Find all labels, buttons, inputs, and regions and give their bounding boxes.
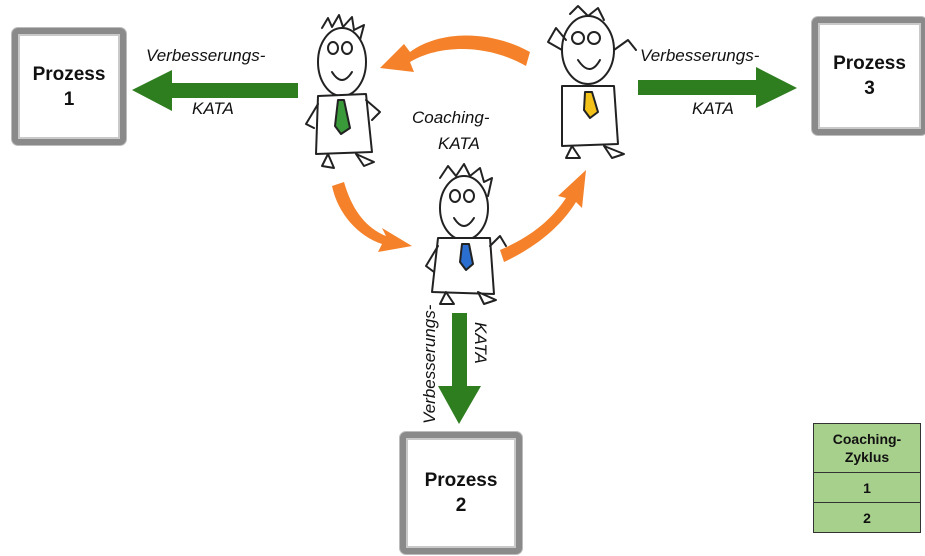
process-box-3: Prozess 3 — [812, 17, 925, 135]
improvement-arrow-down — [438, 313, 481, 424]
table-row: 2 — [813, 502, 921, 533]
coaching-kata-label: KATA — [438, 134, 480, 153]
coaching-cycle-header-line1: Coaching- — [832, 431, 902, 447]
coach-figure-left — [305, 14, 381, 169]
coach-figure-right — [547, 5, 637, 159]
coaching-cycle-row-1: 1 — [813, 472, 921, 503]
process-2-title: Prozess — [424, 470, 498, 491]
coaching-cycle-header-row: Coaching- Zyklus — [813, 423, 921, 473]
process-1-number: 1 — [63, 88, 75, 110]
improvement-arrow-left — [132, 70, 298, 111]
coaching-arrow-left — [332, 182, 412, 252]
process-3-title: Prozess — [833, 53, 906, 74]
coaching-cycle-header: Coaching- Zyklus — [813, 423, 921, 473]
coaching-arrow-right — [500, 170, 586, 262]
coaching-label: Coaching- — [412, 108, 490, 127]
coach-figure-center — [425, 163, 507, 305]
kata-label-right: KATA — [692, 99, 734, 118]
coaching-arrow-top — [380, 35, 530, 72]
kata-label-left: KATA — [192, 99, 234, 118]
kata-label-down: KATA — [471, 322, 490, 364]
improvement-arrow-right — [638, 67, 797, 108]
process-2-number: 2 — [455, 495, 467, 516]
process-3-number: 3 — [864, 78, 875, 99]
verbesserung-label-left: Verbesserungs- — [146, 46, 266, 65]
process-box-1: Prozess 1 — [12, 28, 126, 145]
table-row: 1 — [813, 472, 921, 503]
coaching-cycle-row-2: 2 — [813, 502, 921, 533]
process-box-2: Prozess 2 — [400, 432, 522, 554]
coaching-cycle-header-line2: Zyklus — [844, 449, 890, 465]
verbesserung-label-down: Verbesserungs- — [420, 304, 439, 424]
process-1-title: Prozess — [32, 63, 106, 85]
coaching-cycle-table: Coaching- Zyklus 1 2 — [813, 423, 921, 533]
verbesserung-label-right: Verbesserungs- — [640, 46, 760, 65]
